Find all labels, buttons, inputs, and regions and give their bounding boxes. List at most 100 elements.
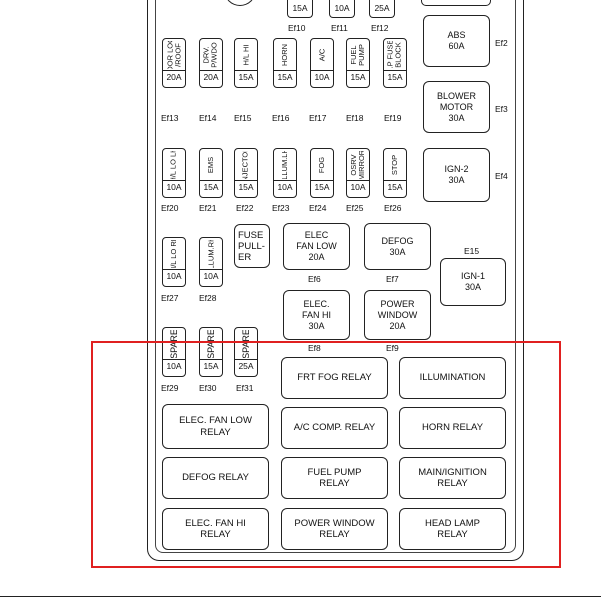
relay-illumination: ILLUMINATION [399,357,506,399]
fuse-name: Ef2 [495,38,508,48]
fuse-label: ILLUM.LH [280,151,290,179]
relay-fuel-pump: FUEL PUMP RELAY [281,457,388,499]
fuse-name: Ef21 [199,203,217,213]
fuse-label: H/L HI [241,44,251,66]
fuse-label: INJECTOR [241,151,250,179]
fuse-ef13: DOOR LOCK /ROOF 20A [162,38,186,88]
fuse-name: Ef9 [386,343,399,353]
fuse-name: Ef14 [199,113,217,123]
fuse-ef3: BLOWER MOTOR 30A [423,81,490,133]
fuse-amp: 10A [203,271,219,281]
relay-defog: DEFOG RELAY [162,457,269,499]
fuse-name: Ef15 [234,113,252,123]
fuse-ef15: H/L HI 15A [234,38,258,88]
fuse-amp: 10A [166,271,182,281]
fuse-name: E15 [464,246,480,256]
fuse-label: FUEL PUMP [349,44,367,66]
fuse-name: Ef6 [308,274,321,284]
fuse-box-outer-frame [147,0,524,561]
fuse-amp: 15A [203,361,219,371]
fuse-amp: 15A [387,72,403,82]
fuse-ef28: ILLUM.RH 10A [199,237,223,287]
fuse-label: I.P FUSE BLOCK [386,41,403,69]
fuse-ef6: ELEC FAN LOW 20A [283,223,350,270]
top-fuse-ef10: 15A [287,0,313,18]
fuse-ef25: OSRV MIRROR 10A [346,148,370,198]
fuse-ef18: FUEL PUMP 15A [346,38,370,88]
relay-horn: HORN RELAY [399,407,506,449]
fuse-amp: 15A [350,72,366,82]
fuse-name: Ef19 [384,113,402,123]
fuse-label: H/L LO LH [169,151,178,179]
fuse-label: EMS [205,156,215,174]
fuse-ef17: A/C 10A [310,38,334,88]
fuse-name: Ef29 [161,383,179,393]
fuse-name: Ef30 [199,383,217,393]
fuse-amp: 15A [277,72,293,82]
fuse-label: A/C [316,48,326,62]
fuse-name: Ef23 [272,203,290,213]
fuse-label: FOG [317,156,326,174]
fuse-name: Ef12 [371,23,389,33]
fuse-amp: 15A [203,182,219,192]
fuse-name: Ef24 [309,203,327,213]
fuse-label: HORN [280,43,289,67]
fuse-amp: 10A [277,182,293,192]
fuse-amp: 15A [314,182,330,192]
fuse-name: Ef11 [331,23,348,33]
fuse-label: ILLUM.RH [206,240,216,268]
fuse-ef16: HORN 15A [273,38,297,88]
fuse-amp: 10A [166,182,182,192]
fuse-name: Ef16 [272,113,290,123]
fuse-name: Ef3 [495,104,508,114]
fuse-name: Ef28 [199,293,217,303]
fuse-ef23: ILLUM.LH 10A [273,148,297,198]
fuse-name: Ef25 [346,203,364,213]
fuse-ef2: ABS 60A [423,15,490,67]
fuse-amp: 15A [238,72,254,82]
fuse-amp: 20A [203,72,219,82]
fuse-name: Ef22 [236,203,254,213]
fuse-puller: FUSE PULL- ER [234,224,270,268]
fuse-ef31: SPARE 25A [234,327,258,377]
fuse-name: Ef17 [309,113,327,123]
fuse-label: H/L LO RH [169,240,178,268]
fuse-name: Ef18 [346,113,364,123]
fuse-name: Ef7 [386,274,399,284]
relay-main-ignition: MAIN/IGNITION RELAY [399,457,506,499]
fuse-ef26: STOP 15A [383,148,407,198]
fuse-ef14: DRV. P/WDO 20A [199,38,223,88]
fuse-label: DRV. P/WDO [202,42,220,68]
fuse-name: Ef20 [161,203,179,213]
fuse-name: Ef10 [288,23,306,33]
fuse-amp: 20A [166,72,182,82]
fuse-ef29: SPARE 10A [162,327,186,377]
fuse-name: Ef26 [384,203,402,213]
fuse-name: Ef8 [308,343,321,353]
relay-frt-fog: FRT FOG RELAY [281,357,388,399]
fuse-name: Ef31 [236,383,254,393]
fuse-ef24: FOG 15A [310,148,334,198]
top-fuse-ef11: 10A [329,0,355,18]
relay-ac-comp: A/C COMP. RELAY [281,407,388,449]
fuse-ef4: IGN-2 30A [423,148,490,202]
top-fuse-ef12: 25A [369,0,395,18]
fuse-ef9: POWER WINDOW 20A [364,290,431,340]
fuse-amp: 15A [238,182,254,192]
fuse-e15: IGN-1 30A [440,258,506,306]
fuse-ef22: INJECTOR 15A [234,148,258,198]
fuse-amp: 10A [166,361,182,371]
fuse-ef8: ELEC. FAN HI 30A [283,290,350,340]
fuse-name: Ef4 [495,171,508,181]
fuse-label: DOOR LOCK /ROOF [165,41,183,69]
fuse-ef7: DEFOG 30A [364,223,431,270]
fuse-ef21: EMS 15A [199,148,223,198]
fuse-ef19: I.P FUSE BLOCK 15A [383,38,407,88]
bottom-rule [0,596,601,597]
fuse-name: Ef13 [161,113,179,123]
relay-elec-fan-hi: ELEC. FAN HI RELAY [162,508,269,550]
relay-elec-fan-low: ELEC. FAN LOW RELAY [162,404,269,449]
fuse-amp: 25A [238,361,254,371]
fuse-name: Ef27 [161,293,179,303]
fuse-amp: 10A [350,182,366,192]
